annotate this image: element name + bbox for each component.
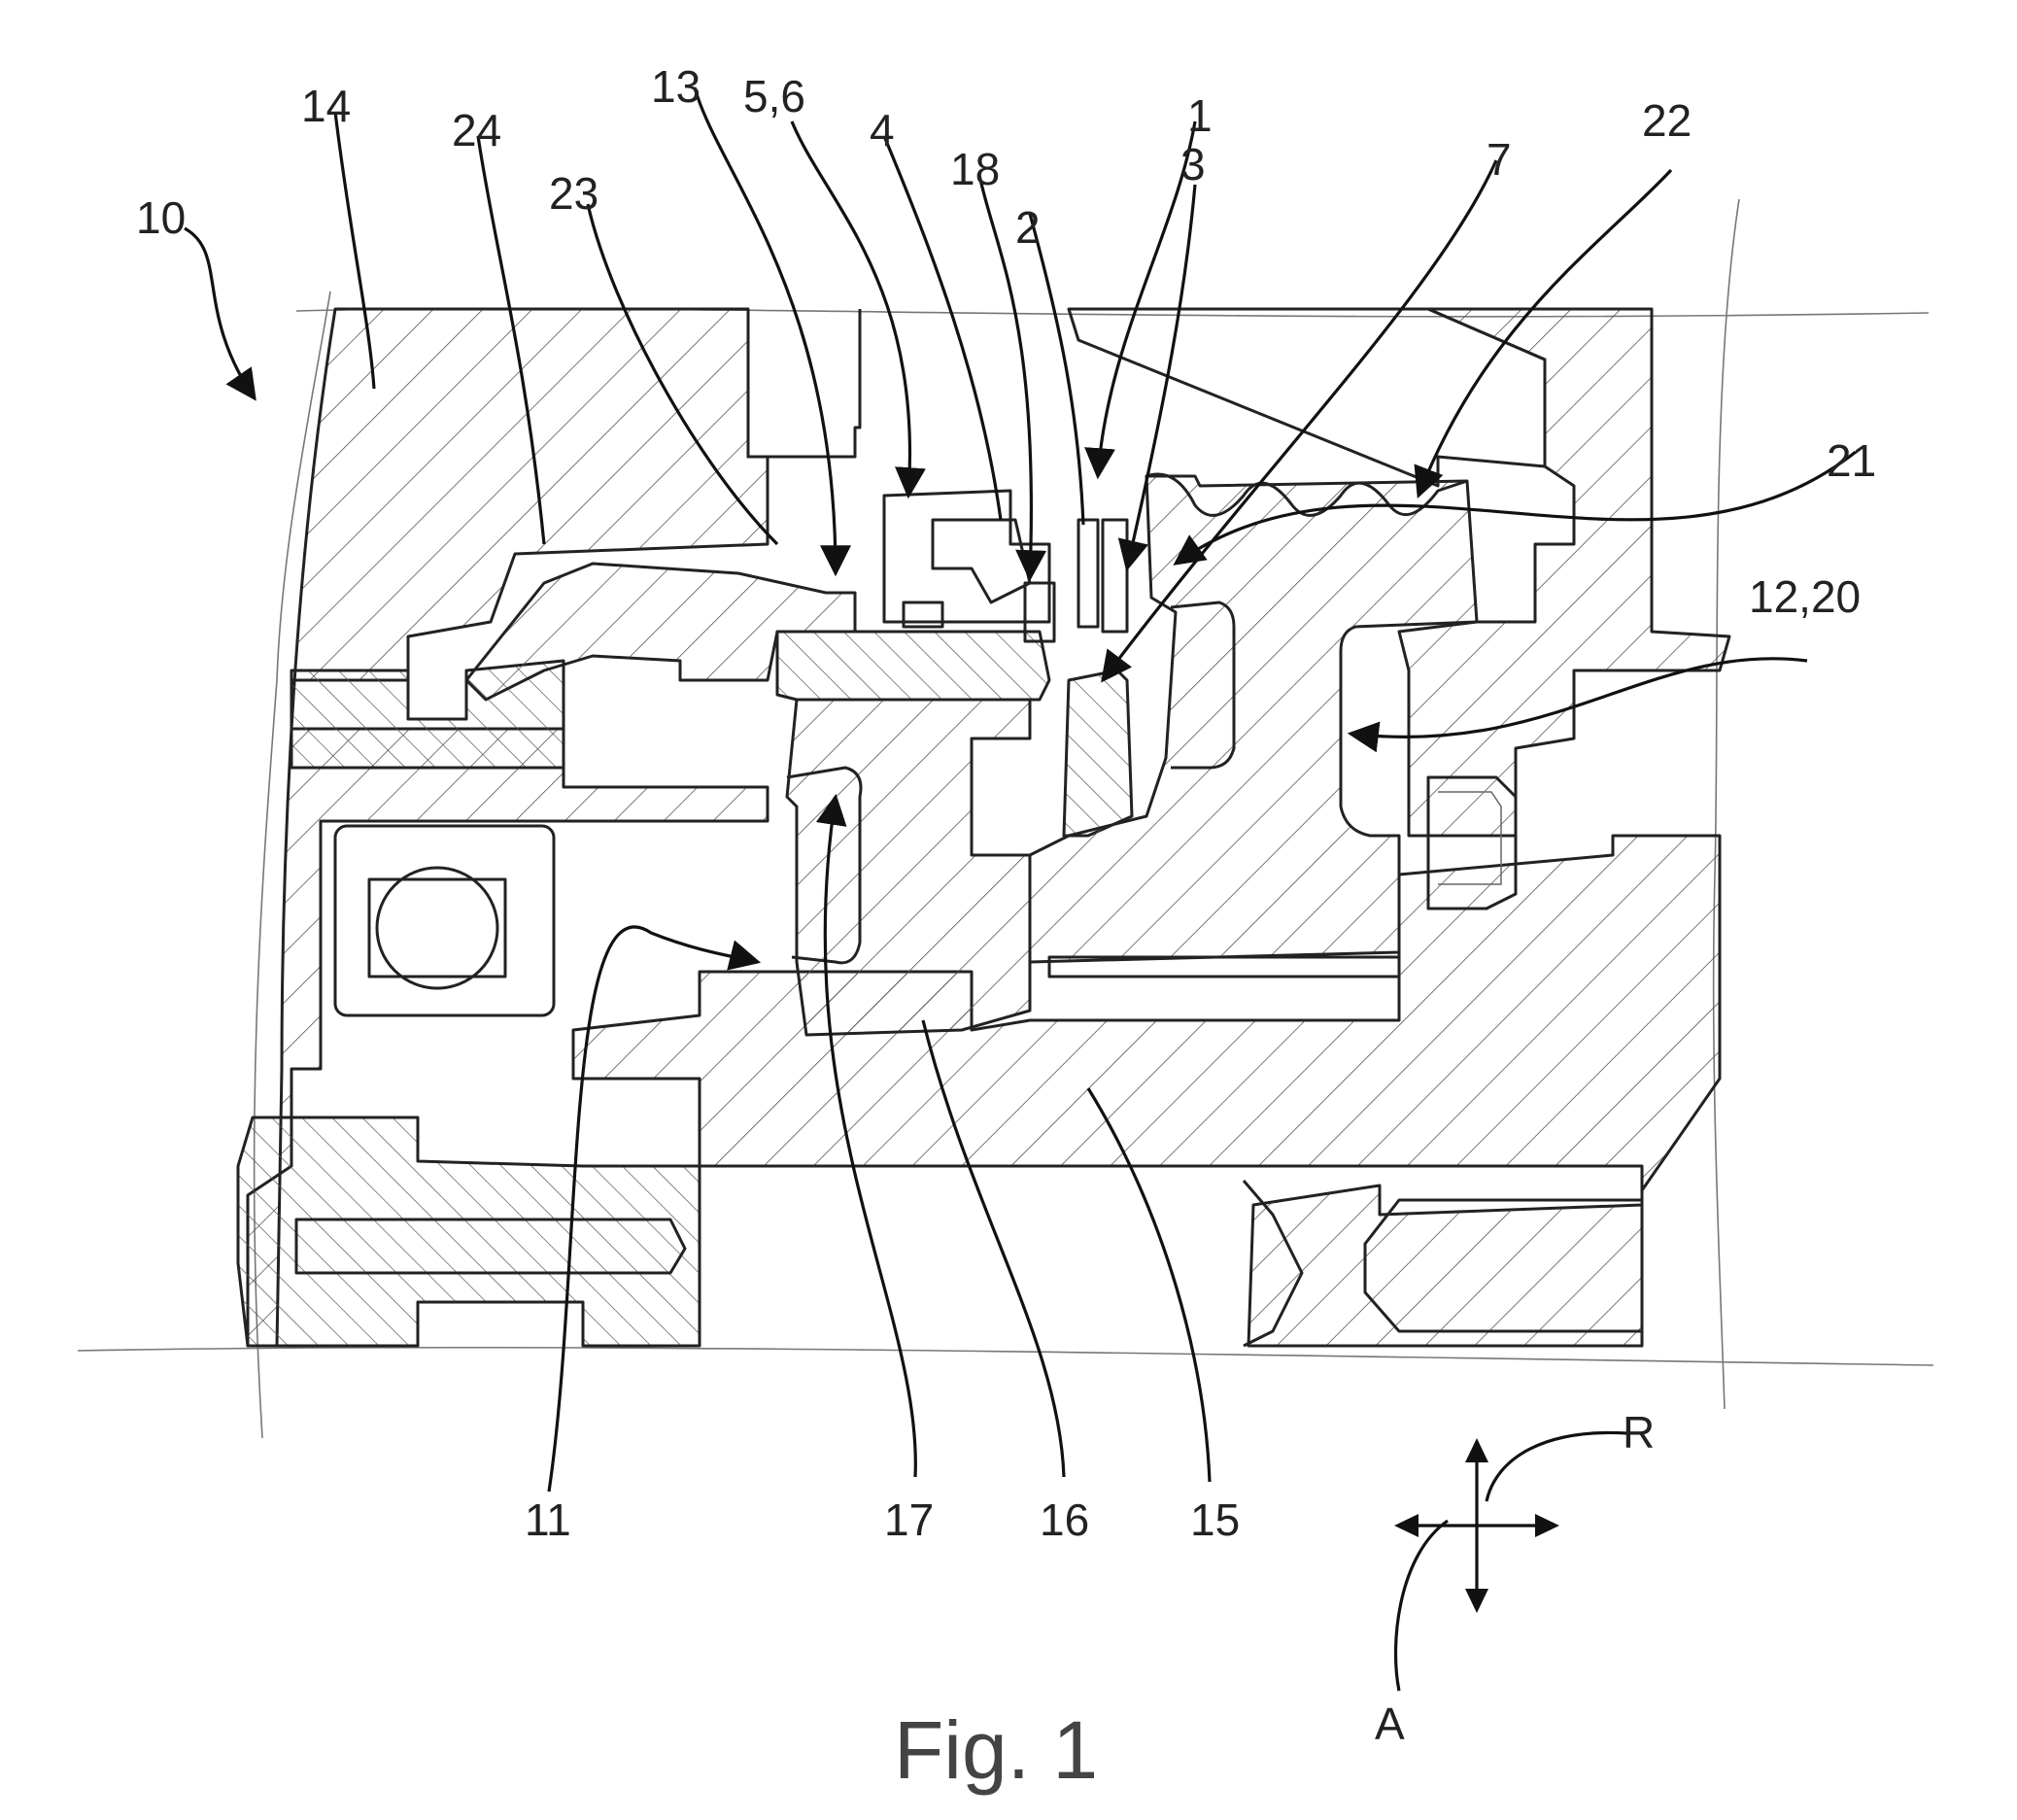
bushing-24: [464, 562, 857, 702]
leader-3: [1117, 184, 1197, 572]
housing-upper-step: [746, 309, 862, 459]
label-3: 3: [1180, 139, 1206, 189]
arrow-left-icon: [1394, 1514, 1419, 1537]
leader-17: [815, 793, 917, 1478]
label-2: 2: [1015, 202, 1041, 253]
label-R: R: [1623, 1407, 1655, 1458]
label-21: 21: [1827, 435, 1876, 486]
hub-inner-pocket: [1170, 601, 1236, 770]
leader-14: [333, 111, 376, 390]
leader-R: [1485, 1430, 1628, 1502]
label-4: 4: [870, 105, 895, 155]
arrow-right-icon: [1535, 1514, 1559, 1537]
label-5-6: 5,6: [743, 71, 805, 121]
label-18: 18: [950, 144, 1000, 194]
leader-5-6: [790, 120, 926, 499]
label-13: 13: [651, 61, 701, 112]
leader-16: [921, 1019, 1066, 1478]
sleeve-23: [775, 630, 1051, 702]
shaft-seal: [1426, 775, 1518, 910]
label-14: 14: [301, 81, 351, 131]
label-7: 7: [1487, 134, 1512, 185]
label-10: 10: [136, 192, 186, 243]
ball-bearing: [333, 824, 556, 1017]
label-11: 11: [525, 1494, 571, 1545]
housing-right: [1397, 307, 1731, 838]
leader-21: [1173, 450, 1857, 566]
leader-22: [1414, 168, 1673, 498]
label-22: 22: [1642, 95, 1692, 146]
label-23: 23: [549, 168, 598, 219]
label-A: A: [1375, 1699, 1405, 1749]
label-15: 15: [1190, 1494, 1240, 1545]
label-17: 17: [884, 1494, 934, 1545]
leader-A: [1393, 1519, 1449, 1692]
leader-13: [693, 86, 851, 577]
leader-23: [586, 203, 779, 546]
leader-lines: [184, 86, 1857, 1692]
bolt: [294, 1218, 687, 1275]
hub-12-20: [1028, 474, 1479, 964]
leader-15: [1086, 1087, 1212, 1483]
pocket-17: [786, 766, 863, 965]
leader-10: [184, 226, 256, 401]
leader-12-20: [1347, 657, 1808, 753]
shaft-end: [236, 1116, 701, 1348]
leader-2: [1028, 213, 1085, 526]
leader-18: [977, 174, 1047, 582]
label-12-20: 12,20: [1749, 571, 1861, 622]
arrow-up-icon: [1465, 1438, 1488, 1462]
clutch-assembly: [882, 489, 1129, 643]
gear-16: [785, 698, 1032, 1037]
label-1: 1: [1187, 90, 1213, 141]
center-bore: [1242, 1180, 1304, 1348]
leader-1: [1084, 120, 1197, 480]
label-24: 24: [452, 105, 501, 155]
leader-7: [1101, 159, 1498, 683]
wedge-element-21: [1062, 669, 1134, 838]
center-bore-right: [1363, 1198, 1644, 1333]
arrow-down-icon: [1465, 1589, 1488, 1613]
direction-indicator: [1394, 1438, 1559, 1613]
reference-labels: 10 14 24 23 13 5,6 4 18 2 1 3 7 22 21 12…: [136, 61, 1876, 1749]
leader-11: [547, 925, 762, 1493]
leader-24: [476, 135, 546, 545]
shaft-seal-lip: [1438, 791, 1502, 885]
label-16: 16: [1040, 1494, 1089, 1545]
leader-4: [882, 135, 1003, 521]
housing-right-cover: [1067, 307, 1547, 488]
figure-caption: Fig. 1: [894, 1704, 1098, 1796]
needle-bearing: [1047, 955, 1401, 979]
